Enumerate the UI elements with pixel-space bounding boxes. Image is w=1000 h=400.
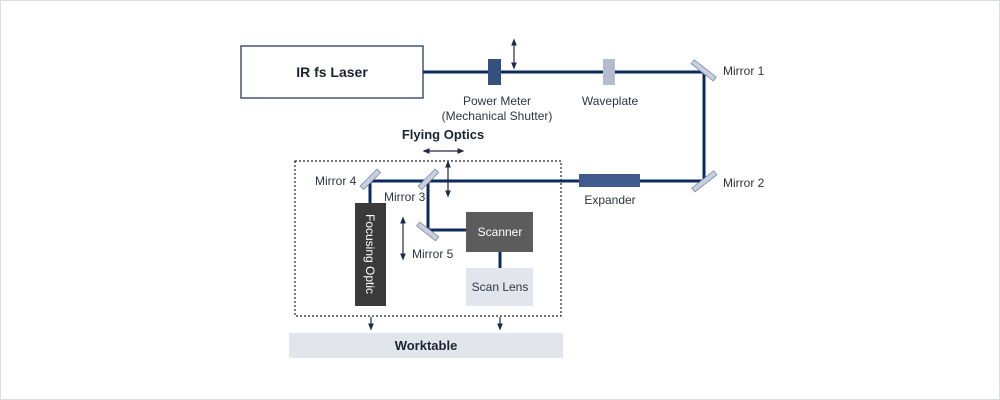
beam-path	[368, 70, 706, 268]
mirror-1	[690, 59, 717, 82]
mirror-4-label: Mirror 4	[315, 174, 357, 188]
laser-label: IR fs Laser	[296, 64, 368, 80]
expander-label: Expander	[584, 193, 635, 207]
flying-optics-label: Flying Optics	[402, 127, 484, 142]
worktable-label: Worktable	[395, 338, 458, 353]
expander-block	[579, 174, 640, 187]
mirror-3-label: Mirror 3	[384, 190, 426, 204]
laser-box	[240, 45, 424, 99]
mirror-5-label: Mirror 5	[412, 247, 454, 261]
mirror-4	[359, 168, 382, 191]
mirror-5	[416, 221, 440, 242]
power-meter-block	[488, 59, 501, 85]
waveplate-block	[603, 59, 615, 85]
scan-lens-label: Scan Lens	[472, 280, 529, 294]
mirror-2	[691, 170, 718, 193]
power-meter-label: Power Meter	[463, 94, 531, 108]
waveplate-label: Waveplate	[582, 94, 639, 108]
focusing-optic-block	[355, 203, 386, 306]
power-meter-sublabel: (Mechanical Shutter)	[442, 109, 553, 123]
focusing-optic-label: Focusing Optic	[363, 214, 377, 294]
scanner-label: Scanner	[478, 225, 523, 239]
mirror-3	[417, 168, 440, 191]
flying-optics-enclosure	[294, 160, 562, 317]
scan-lens-block	[466, 268, 533, 306]
scanner-block	[466, 212, 533, 252]
mirror-1-label: Mirror 1	[723, 64, 765, 78]
mirror-2-label: Mirror 2	[723, 176, 765, 190]
worktable-block	[289, 333, 563, 358]
